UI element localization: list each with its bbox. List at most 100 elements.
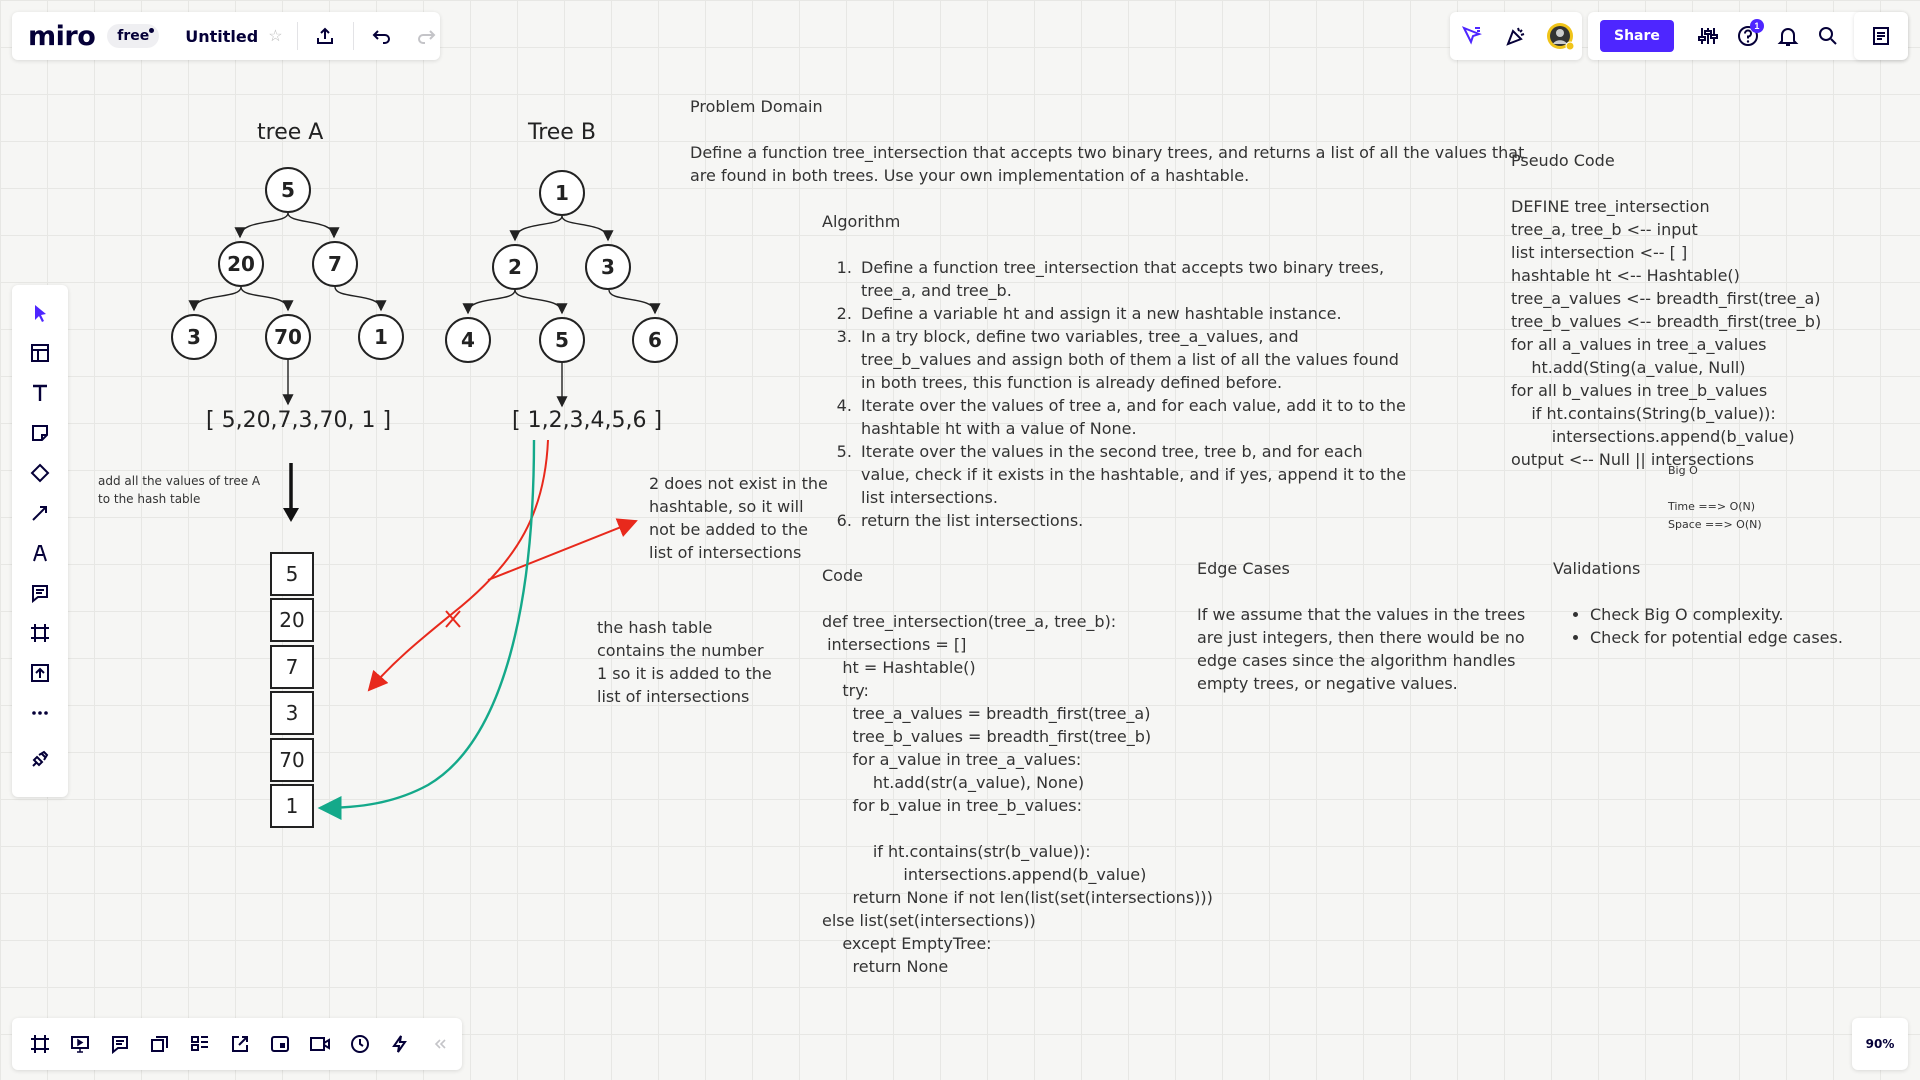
export-icon[interactable] bbox=[311, 20, 339, 52]
edge-b-2-5 bbox=[514, 289, 568, 315]
star-icon[interactable]: ☆ bbox=[268, 28, 283, 45]
comments-icon[interactable] bbox=[100, 1024, 140, 1064]
validations-title[interactable]: Validations bbox=[1553, 559, 1641, 578]
select-icon[interactable] bbox=[20, 293, 60, 333]
hash-cell[interactable]: 70 bbox=[270, 738, 314, 782]
tree-a-node-7 bbox=[312, 241, 358, 287]
algorithm-step: Iterate over the values of tree a, and f… bbox=[857, 394, 1406, 440]
undo-icon[interactable] bbox=[368, 20, 396, 52]
pen-icon[interactable] bbox=[20, 533, 60, 573]
comment-icon[interactable] bbox=[20, 573, 60, 613]
bottom-toolbar bbox=[12, 1018, 462, 1070]
tree-a-node-label: 5 bbox=[281, 178, 295, 202]
share-button[interactable]: Share bbox=[1600, 20, 1674, 52]
validation-item: Check Big O complexity. bbox=[1590, 603, 1843, 626]
add-values-note[interactable]: add all the values of tree A to the hash… bbox=[98, 474, 261, 506]
tree-a-node-20 bbox=[218, 241, 264, 287]
algorithm-title[interactable]: Algorithm bbox=[822, 212, 901, 231]
hash-cell[interactable]: 3 bbox=[270, 691, 314, 735]
notes-panel-button[interactable] bbox=[1854, 12, 1908, 60]
algorithm-step: In a try block, define two variables, tr… bbox=[857, 325, 1406, 394]
problem-domain-text[interactable]: Define a function tree_intersection that… bbox=[690, 143, 1525, 185]
algorithm-step: Define a variable ht and assign it a new… bbox=[857, 302, 1406, 325]
notes-icon bbox=[1873, 27, 1889, 45]
tree-b-title[interactable]: Tree B bbox=[528, 120, 596, 145]
connection-line-icon[interactable] bbox=[20, 493, 60, 533]
cursor-follow-icon[interactable] bbox=[1452, 16, 1492, 56]
kanban-icon[interactable] bbox=[180, 1024, 220, 1064]
hash-cell[interactable]: 5 bbox=[270, 552, 314, 596]
more-icon[interactable] bbox=[20, 693, 60, 733]
tree-b-node-6 bbox=[632, 317, 678, 363]
presentation-icon[interactable] bbox=[60, 1024, 100, 1064]
upload-icon[interactable] bbox=[20, 653, 60, 693]
integrations-icon[interactable] bbox=[20, 739, 60, 779]
settings-sliders-icon[interactable] bbox=[1688, 16, 1728, 56]
tree-b-array[interactable]: [ 1,2,3,4,5,6 ] bbox=[512, 408, 663, 433]
note-contains-number[interactable]: the hash table contains the number 1 so … bbox=[597, 618, 772, 706]
tree-b-node-label: 1 bbox=[555, 181, 569, 205]
frame-icon[interactable] bbox=[20, 613, 60, 653]
hash-cell[interactable]: 7 bbox=[270, 645, 314, 689]
hash-cell[interactable]: 1 bbox=[270, 784, 314, 828]
tree-b-node-4 bbox=[445, 317, 491, 363]
edge-a-7-1 bbox=[334, 286, 387, 312]
zoom-level[interactable]: 90% bbox=[1852, 1018, 1908, 1070]
avatar[interactable] bbox=[1540, 16, 1580, 56]
help-badge: 1 bbox=[1749, 19, 1764, 33]
collapse-icon[interactable] bbox=[420, 1024, 460, 1064]
embed-icon[interactable] bbox=[220, 1024, 260, 1064]
code-block[interactable]: def tree_intersection(tree_a, tree_b): i… bbox=[822, 612, 1213, 976]
screenshot-icon[interactable] bbox=[260, 1024, 300, 1064]
bell-icon[interactable] bbox=[1768, 16, 1808, 56]
video-icon[interactable] bbox=[300, 1024, 340, 1064]
algorithm-step: Define a function tree_intersection that… bbox=[857, 256, 1406, 302]
edge-b-1-3 bbox=[561, 215, 614, 242]
problem-domain-title[interactable]: Problem Domain bbox=[690, 97, 823, 116]
tree-a-array[interactable]: [ 5,20,7,3,70, 1 ] bbox=[206, 408, 392, 433]
collaboration-bar bbox=[1450, 12, 1582, 60]
plan-badge[interactable]: free bbox=[107, 24, 160, 48]
search-icon[interactable] bbox=[1808, 16, 1848, 56]
timer-icon[interactable] bbox=[340, 1024, 380, 1064]
big-o-space[interactable]: Space ==> O(N) bbox=[1668, 518, 1762, 531]
celebrate-icon[interactable] bbox=[1496, 16, 1536, 56]
pseudo-code-text[interactable]: DEFINE tree_intersection tree_a, tree_b … bbox=[1511, 197, 1822, 469]
validation-item: Check for potential edge cases. bbox=[1590, 626, 1843, 649]
board-header: miro free Untitled ☆ bbox=[12, 12, 440, 60]
pseudo-code-title[interactable]: Pseudo Code bbox=[1511, 151, 1615, 170]
edge-a-20-70 bbox=[240, 286, 294, 312]
lightning-icon[interactable] bbox=[380, 1024, 420, 1064]
big-o-time[interactable]: Time ==> O(N) bbox=[1668, 500, 1756, 513]
sticky-note-icon[interactable] bbox=[20, 413, 60, 453]
edge-cases-text[interactable]: If we assume that the values in the tree… bbox=[1197, 605, 1526, 693]
tree-b-node-label: 6 bbox=[648, 328, 662, 352]
note-not-in-hashtable[interactable]: 2 does not exist in the hashtable, so it… bbox=[649, 474, 828, 562]
miro-logo[interactable]: miro bbox=[28, 20, 96, 52]
tree-a-node-label: 1 bbox=[374, 325, 388, 349]
hash-cell[interactable]: 20 bbox=[270, 598, 314, 642]
validations-list[interactable]: Check Big O complexity. Check for potent… bbox=[1568, 603, 1843, 649]
tree-a-node-label: 7 bbox=[328, 252, 342, 276]
code-title[interactable]: Code bbox=[822, 566, 863, 585]
help-icon[interactable]: 1 bbox=[1728, 16, 1768, 56]
divider bbox=[296, 22, 298, 50]
board-title[interactable]: Untitled bbox=[185, 26, 259, 46]
tree-a-node-5 bbox=[265, 167, 311, 213]
edge-b-2-4 bbox=[462, 289, 516, 315]
redo-icon[interactable] bbox=[412, 20, 440, 52]
edge-b-3-6 bbox=[608, 289, 661, 315]
frames-icon[interactable] bbox=[20, 1024, 60, 1064]
down-arrow-head bbox=[283, 508, 299, 522]
text-icon[interactable] bbox=[20, 373, 60, 413]
divider bbox=[353, 22, 355, 50]
edge-cases-title[interactable]: Edge Cases bbox=[1197, 559, 1290, 578]
cards-icon[interactable] bbox=[140, 1024, 180, 1064]
tree-a-title[interactable]: tree A bbox=[257, 120, 324, 145]
shapes-icon[interactable] bbox=[20, 453, 60, 493]
algorithm-list[interactable]: Define a function tree_intersection that… bbox=[822, 256, 1406, 532]
big-o-title[interactable]: Big O bbox=[1668, 464, 1698, 477]
tree-a-node-label: 70 bbox=[274, 325, 302, 349]
templates-icon[interactable] bbox=[20, 333, 60, 373]
